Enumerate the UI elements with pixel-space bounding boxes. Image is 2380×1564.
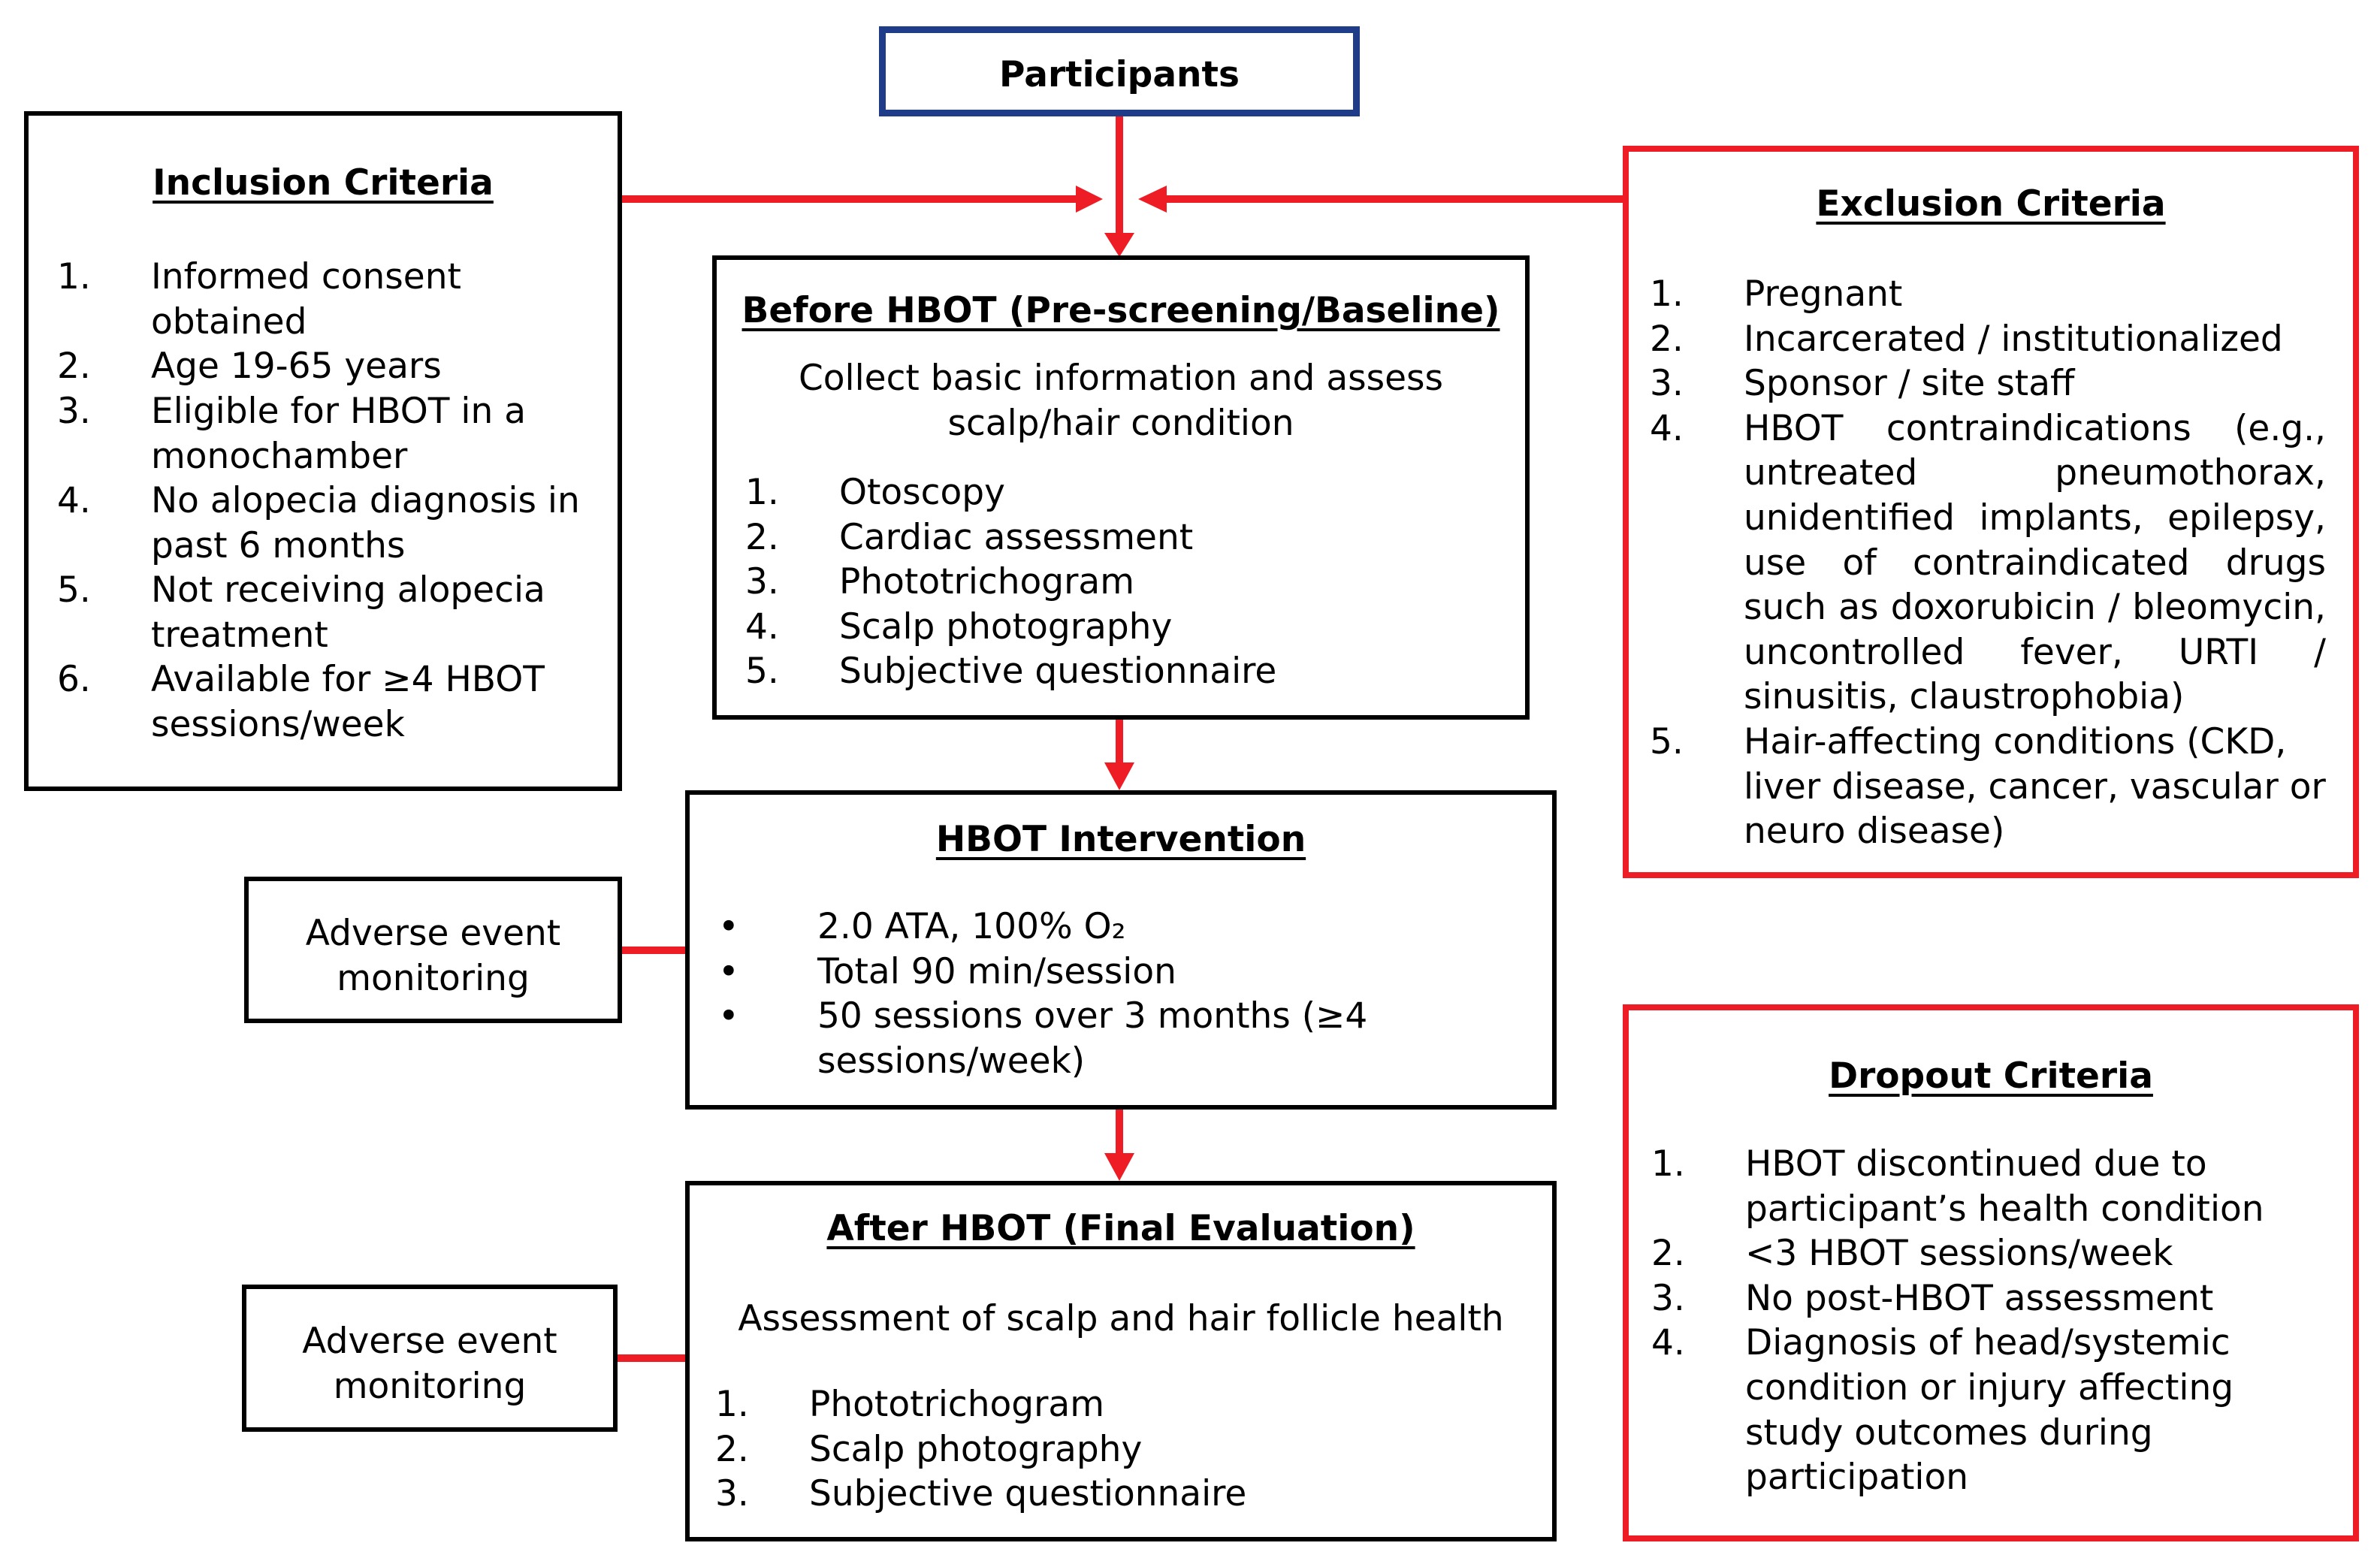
adverse-event-label-2: Adverse event monitoring	[302, 1321, 557, 1407]
list-item: 4.HBOT contraindications (e.g., untreate…	[1650, 407, 2326, 718]
list-item: 5.Hair-affecting conditions (CKD, liver …	[1650, 720, 2326, 853]
list-item: 2.Cardiac assessment	[745, 516, 1194, 558]
list-item: 3.Sponsor / site staff	[1650, 363, 2075, 405]
adverse-event-box-1: Adverse event monitoring	[244, 877, 622, 1023]
list-item: 5.Not receiving alopecia treatment	[57, 569, 545, 656]
dropout-criteria-box: Dropout Criteria 1.HBOT discontinued due…	[1623, 1004, 2359, 1541]
dropout-title: Dropout Criteria	[1829, 1055, 2153, 1097]
list-item: •2.0 ATA, 100% O₂	[718, 906, 1126, 947]
hbot-intervention-box: HBOT Intervention •2.0 ATA, 100% O₂ •Tot…	[685, 790, 1557, 1110]
after-hbot-intro: Assessment of scalp and hair follicle he…	[738, 1298, 1504, 1339]
arrowhead-inclusion	[1076, 186, 1103, 213]
list-item: 4.Diagnosis of head/systemic condition o…	[1651, 1322, 2234, 1499]
list-item: •Total 90 min/session	[718, 950, 1176, 992]
before-hbot-box: Before HBOT (Pre-screening/Baseline) Col…	[712, 255, 1530, 720]
list-item: 2.<3 HBOT sessions/week	[1651, 1233, 2173, 1275]
adverse-event-label-1: Adverse event monitoring	[305, 913, 561, 999]
participants-box: Participants	[879, 26, 1360, 116]
list-item: 2.Scalp photography	[715, 1428, 1143, 1470]
list-item: 6.Available for ≥4 HBOT sessions/week	[57, 659, 545, 745]
intervention-title: HBOT Intervention	[935, 819, 1306, 860]
list-item: 1.HBOT discontinued due to participant’s…	[1651, 1143, 2264, 1230]
arrowhead-intervention	[1104, 1153, 1134, 1181]
list-item: 2.Incarcerated / institutionalized	[1650, 318, 2283, 360]
arrowhead-exclusion	[1138, 186, 1167, 213]
exclusion-criteria-box: Exclusion Criteria 1.Pregnant 2.Incarcer…	[1623, 146, 2359, 878]
arrowhead-participants	[1104, 233, 1134, 257]
exclusion-title: Exclusion Criteria	[1816, 183, 2166, 225]
before-hbot-list: 1.Otoscopy 2.Cardiac assessment 3.Photot…	[745, 470, 1497, 694]
list-item: 3.Subjective questionnaire	[715, 1473, 1247, 1515]
before-hbot-intro: Collect basic information and assess sca…	[798, 358, 1443, 444]
intervention-list: •2.0 ATA, 100% O₂ •Total 90 min/session …	[712, 904, 1463, 1083]
dropout-list: 1.HBOT discontinued due to participant’s…	[1651, 1142, 2327, 1500]
list-item: 2.Age 19-65 years	[57, 346, 442, 387]
list-item: •50 sessions over 3 months (≥4 sessions/…	[718, 995, 1368, 1082]
list-item: 1.Informed consent obtained	[57, 256, 461, 343]
inclusion-list: 1.Informed consent obtained 2.Age 19-65 …	[57, 255, 613, 747]
exclusion-list: 1.Pregnant 2.Incarcerated / institutiona…	[1650, 272, 2326, 854]
inclusion-title: Inclusion Criteria	[153, 162, 494, 204]
list-item: 1.Otoscopy	[745, 472, 1005, 513]
list-item: 3.No post-HBOT assessment	[1651, 1277, 2214, 1319]
list-item: 5.Subjective questionnaire	[745, 651, 1277, 693]
list-item: 4.No alopecia diagnosis in past 6 months	[57, 480, 580, 566]
inclusion-criteria-box: Inclusion Criteria 1.Informed consent ob…	[24, 111, 622, 791]
before-hbot-title: Before HBOT (Pre-screening/Baseline)	[741, 290, 1500, 331]
after-hbot-list: 1.Phototrichogram 2.Scalp photography 3.…	[715, 1382, 1466, 1517]
adverse-event-box-2: Adverse event monitoring	[242, 1285, 618, 1432]
after-hbot-box: After HBOT (Final Evaluation) Assessment…	[685, 1181, 1557, 1541]
arrowhead-before	[1104, 762, 1134, 790]
list-item: 1.Phototrichogram	[715, 1384, 1105, 1425]
list-item: 3.Phototrichogram	[745, 561, 1135, 603]
list-item: 1.Pregnant	[1650, 273, 1903, 315]
participants-label: Participants	[999, 54, 1240, 95]
after-hbot-title: After HBOT (Final Evaluation)	[826, 1208, 1415, 1249]
list-item: 3.Eligible for HBOT in a monochamber	[57, 391, 527, 477]
list-item: 4.Scalp photography	[745, 605, 1173, 648]
